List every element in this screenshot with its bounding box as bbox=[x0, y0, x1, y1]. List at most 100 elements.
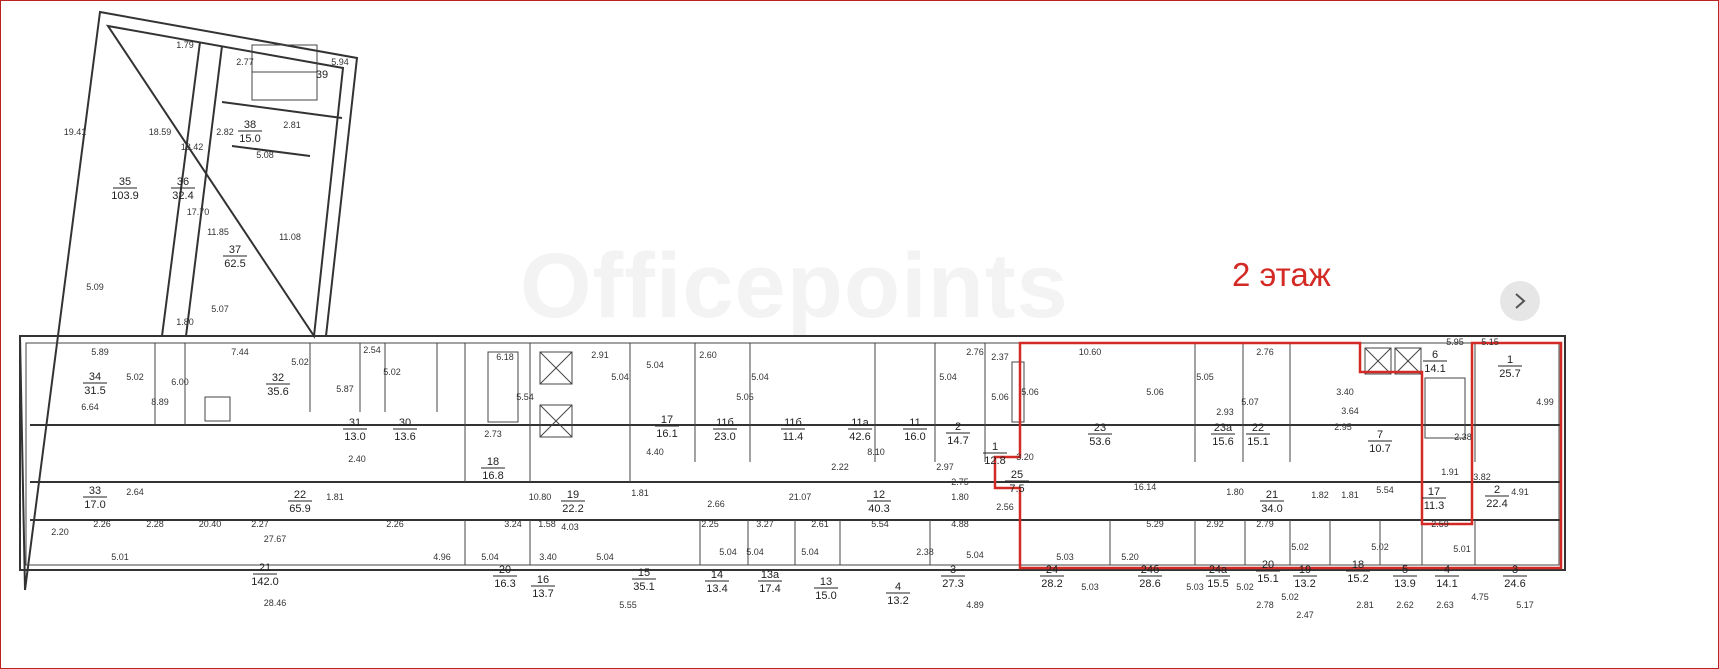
room-area: 24.6 bbox=[1504, 578, 1525, 590]
dimension-label: 27.67 bbox=[264, 534, 287, 544]
dimension-label: 2.95 bbox=[1334, 422, 1352, 432]
room-number: 38 bbox=[244, 119, 256, 131]
dimension-label: 5.06 bbox=[1021, 387, 1039, 397]
dimension-label: 5.89 bbox=[91, 347, 109, 357]
room-area: 42.6 bbox=[849, 431, 870, 443]
dimension-label: 3.20 bbox=[1016, 452, 1034, 462]
room-number: 31 bbox=[349, 417, 361, 429]
dimension-label: 6.00 bbox=[171, 377, 189, 387]
dimension-label: 5.54 bbox=[871, 519, 889, 529]
dimension-label: 4.89 bbox=[966, 600, 984, 610]
room-number: 2 bbox=[955, 421, 961, 433]
dimension-label: 5.02 bbox=[1291, 542, 1309, 552]
dimension-label: 10.80 bbox=[529, 492, 552, 502]
room-number: 11а bbox=[851, 417, 869, 429]
room-area: 28.2 bbox=[1041, 578, 1062, 590]
room-number: 16 bbox=[537, 574, 549, 586]
room-label: 112.8 bbox=[983, 441, 1007, 467]
dimension-label: 5.02 bbox=[126, 372, 144, 382]
room-number: 23а bbox=[1214, 422, 1233, 434]
room-area: 35.6 bbox=[267, 386, 288, 398]
room-number: 15 bbox=[638, 567, 650, 579]
room-number: 4 bbox=[1444, 564, 1450, 576]
room-number: 37 bbox=[229, 244, 241, 256]
room-number: 18 bbox=[1352, 559, 1364, 571]
dimension-label: 2.54 bbox=[363, 345, 381, 355]
dimension-label: 2.62 bbox=[1396, 600, 1414, 610]
dimension-label: 1.80 bbox=[1226, 487, 1244, 497]
room-number: 5 bbox=[1402, 564, 1408, 576]
room-number: 36 bbox=[177, 176, 189, 188]
dimension-label: 5.15 bbox=[1481, 337, 1499, 347]
floor-label: 2 этаж bbox=[1232, 256, 1331, 293]
room-number: 21 bbox=[259, 562, 271, 574]
elevator-icon bbox=[539, 347, 1422, 438]
room-number: 32 bbox=[272, 372, 284, 384]
room-label: 18 15.2 bbox=[1346, 559, 1370, 585]
dimension-label: 1.80 bbox=[951, 492, 969, 502]
room-area: 16.0 bbox=[904, 431, 925, 443]
dimension-label: 2.20 bbox=[51, 527, 69, 537]
dimension-label: 4.96 bbox=[433, 552, 451, 562]
dimension-label: 2.76 bbox=[966, 347, 984, 357]
dimension-label: 2.37 bbox=[991, 352, 1009, 362]
room-label: 39 bbox=[316, 69, 328, 81]
dimension-label: 4.91 bbox=[1511, 487, 1529, 497]
room-area: 53.6 bbox=[1089, 436, 1110, 448]
room-label: 32 35.6 bbox=[266, 372, 290, 398]
room-area: 22.2 bbox=[562, 503, 583, 515]
dimension-label: 5.03 bbox=[1056, 552, 1074, 562]
dimension-label: 1.80 bbox=[176, 317, 194, 327]
dimension-label: 5.17 bbox=[1516, 600, 1534, 610]
room-area: 13.2 bbox=[1294, 578, 1315, 590]
room-area: 13.0 bbox=[344, 431, 365, 443]
next-image-button[interactable] bbox=[1500, 281, 1540, 321]
dimension-label: 2.61 bbox=[811, 519, 829, 529]
dimension-label: 5.55 bbox=[619, 600, 637, 610]
dimension-label: 4.99 bbox=[1536, 397, 1554, 407]
dimension-label: 1.82 bbox=[1311, 490, 1329, 500]
dimension-label: 1.81 bbox=[631, 488, 649, 498]
dimension-label: 5.09 bbox=[86, 282, 104, 292]
room-number: 21 bbox=[1266, 489, 1278, 501]
room-area: 7.5 bbox=[1009, 483, 1024, 495]
dimension-label: 6.18 bbox=[496, 352, 514, 362]
room-area: 31.5 bbox=[84, 385, 105, 397]
room-label: 324.6 bbox=[1503, 564, 1527, 590]
room-area: 15.2 bbox=[1347, 573, 1368, 585]
room-area: 27.3 bbox=[942, 578, 963, 590]
room-area: 13.2 bbox=[887, 595, 908, 607]
room-area: 11.4 bbox=[783, 431, 804, 443]
dimension-label: 2.79 bbox=[1256, 519, 1274, 529]
room-label: 614.1 bbox=[1423, 349, 1447, 375]
dimension-label: 2.92 bbox=[1206, 519, 1224, 529]
room-number: 35 bbox=[119, 176, 131, 188]
room-number: 6 bbox=[1432, 349, 1438, 361]
dimension-label: 5.04 bbox=[481, 552, 499, 562]
dimension-label: 5.01 bbox=[1453, 544, 1471, 554]
dimension-label: 2.63 bbox=[1436, 600, 1454, 610]
dimension-label: 5.05 bbox=[736, 392, 754, 402]
highlighted-area[interactable] bbox=[993, 341, 1563, 570]
dimension-label: 1.91 bbox=[1441, 467, 1459, 477]
room-label: 257.5 bbox=[1005, 469, 1029, 495]
room-area: 32.4 bbox=[172, 190, 193, 202]
dimension-label: 5.87 bbox=[336, 384, 354, 394]
dimension-label: 5.03 bbox=[1186, 582, 1204, 592]
room-number: 3 bbox=[950, 564, 956, 576]
dimension-label: 5.04 bbox=[751, 372, 769, 382]
dimension-label: 3.27 bbox=[756, 519, 774, 529]
